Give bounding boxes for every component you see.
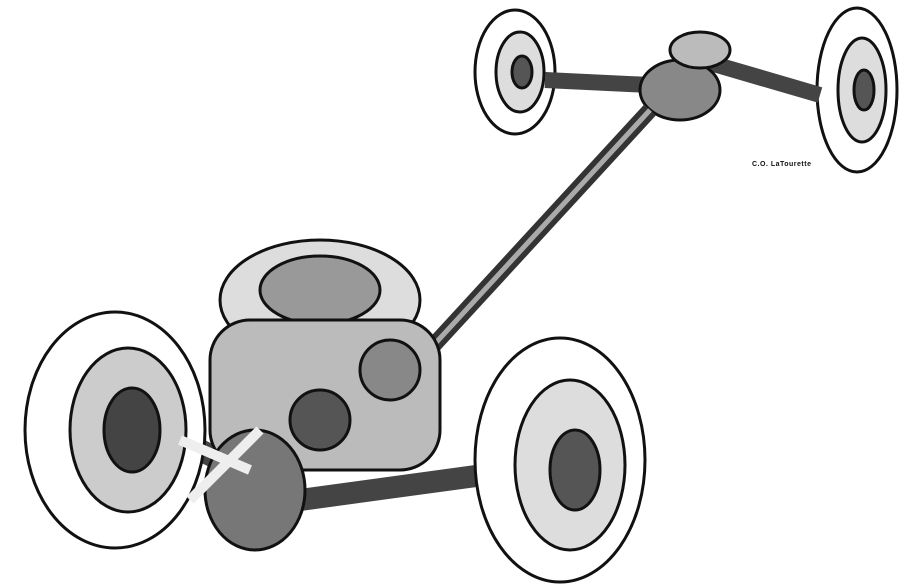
front-left-wheel <box>23 310 207 550</box>
front-right-wheel <box>473 336 647 584</box>
artist-signature: C.O. LaTourette <box>752 161 812 168</box>
rear-axle <box>544 30 823 122</box>
rear-right-wheel <box>815 6 899 174</box>
rear-left-wheel <box>473 8 557 136</box>
engine <box>178 238 442 552</box>
